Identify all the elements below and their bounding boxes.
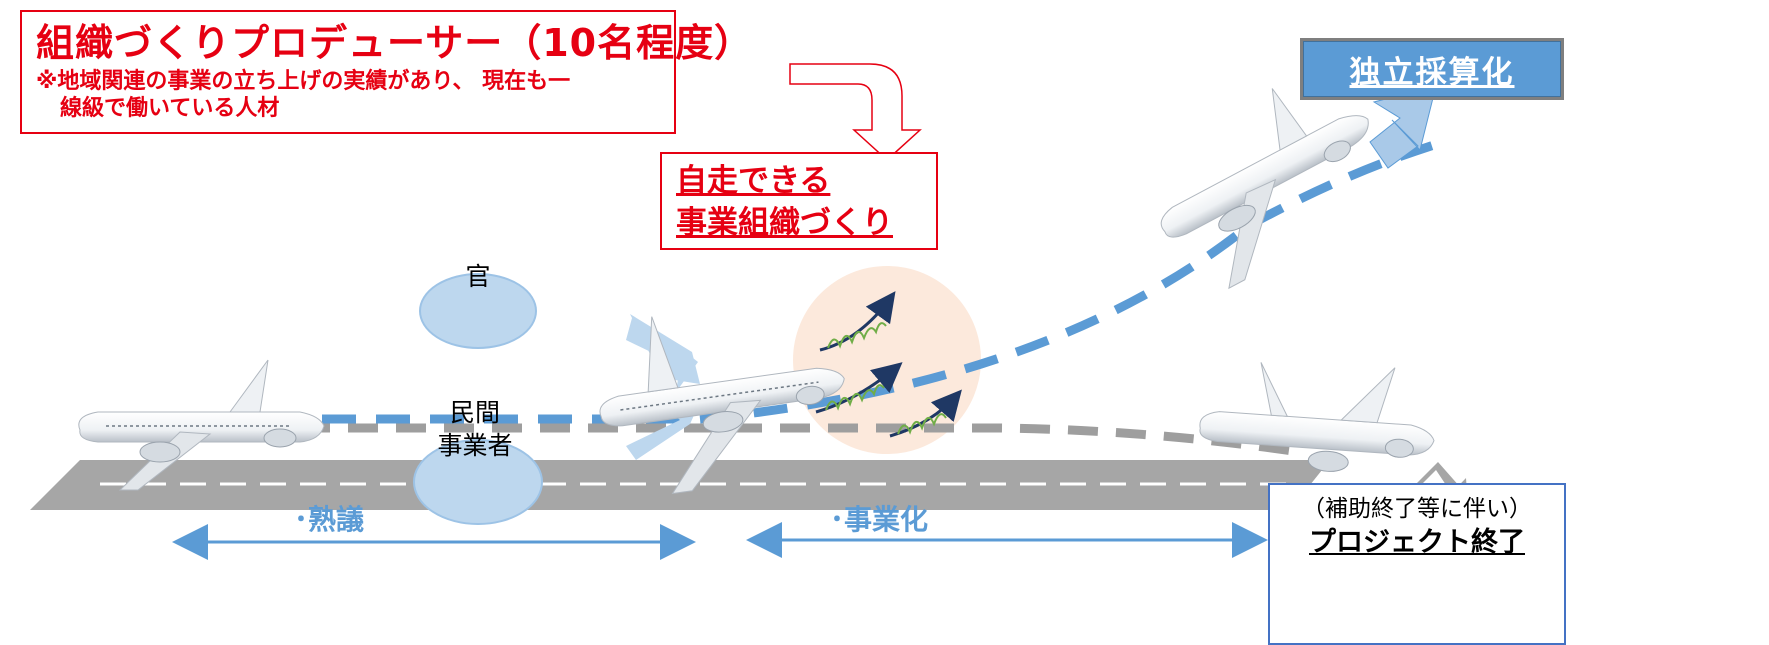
airplane-takeoff-middle (599, 316, 845, 495)
growth-arrow-1 (819, 291, 896, 352)
airplane-ground-left (78, 359, 325, 491)
airplane-climbing (1160, 88, 1369, 290)
project-end-subtitle: （補助終了等に伴い） (1302, 496, 1532, 522)
growth-arrow-3 (889, 389, 962, 438)
gov-arrow-body (630, 314, 700, 384)
producer-note-continued: 線級で働いている人材 (60, 96, 280, 121)
private-label-line-1: 民間 (449, 398, 500, 427)
private-business-label: 民間 事業者 (410, 396, 540, 462)
growth-path (160, 135, 1452, 424)
project-end-title: プロジェクト終了 (1309, 527, 1525, 558)
self-run-box: 自走できる 事業組織づくり (660, 152, 938, 250)
independent-box: 独立採算化 (1300, 38, 1564, 100)
self-run-line-1: 自走できる (676, 163, 831, 199)
producer-to-selfrun-arrow (789, 63, 922, 162)
growth-arrow-2 (815, 362, 903, 414)
government-label: 官 (465, 262, 491, 291)
airplane-ground-right (1199, 362, 1435, 472)
independent-arrow (1369, 85, 1437, 169)
producer-box: 組織づくりプロデューサー（10名程度） ※地域関連の事業の立ち上げの実績があり、… (20, 10, 754, 134)
project-end-box: （補助終了等に伴い） プロジェクト終了 (1268, 483, 1566, 645)
government-oval (419, 273, 537, 349)
private-label-line-2: 事業者 (437, 431, 513, 460)
phase-deliberation: ･熟議 (294, 503, 365, 536)
self-run-line-2: 事業組織づくり (676, 205, 893, 241)
producer-note: ※地域関連の事業の立ち上げの実績があり、 現在も一 (36, 69, 571, 94)
phase-commercialization: ･事業化 (830, 503, 929, 536)
private-oval (413, 439, 543, 525)
producer-title: 組織づくりプロデューサー（10名程度） (36, 21, 754, 65)
baseline-path (300, 423, 1301, 457)
independent-label: 独立採算化 (1349, 54, 1515, 91)
